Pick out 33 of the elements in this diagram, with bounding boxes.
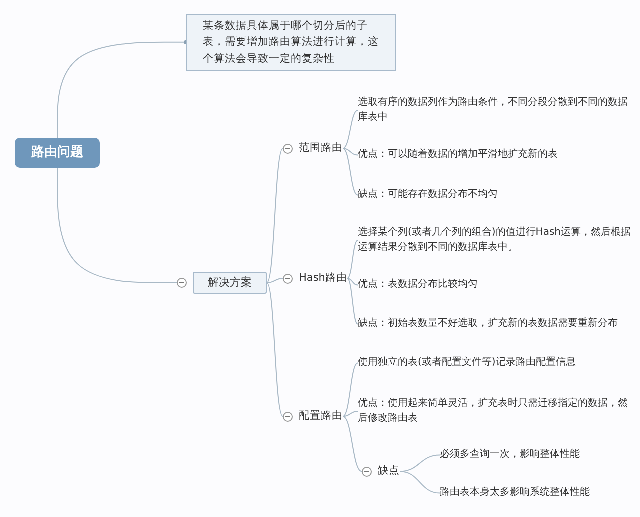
connector-line xyxy=(266,148,284,284)
connector-line xyxy=(400,454,440,472)
leaf-text: 必须多查询一次，影响整体性能 xyxy=(440,448,635,462)
connector-line xyxy=(342,148,358,156)
note-box: 某条数据具体属于哪个切分后的子表，需要增加路由算法进行计算，这个算法会导致一定的复杂性 xyxy=(186,14,396,71)
leaf-text: 选择某个列(或者几个列的组合)的值进行Hash运算，然后根据运算结果分散到不同的数据库表中。 xyxy=(358,226,636,255)
leaf-text: 路由表本身太多影响系统整体性能 xyxy=(440,486,635,500)
connector-line xyxy=(266,278,284,284)
connector-line xyxy=(342,416,362,472)
connector-line xyxy=(342,110,358,150)
leaf-text: 优点：表数据分布比较均匀 xyxy=(358,278,636,292)
connector-line xyxy=(342,411,358,418)
branch-box: 解决方案 xyxy=(193,272,267,294)
central-topic-box: 路由问题 xyxy=(15,138,100,168)
leaf-text: 选取有序的数据列作为路由条件，不同分段分散到不同的数据库表中 xyxy=(358,96,633,125)
leaf-text: 优点：使用起来简单灵活，扩充表时只需迁移指定的数据，然后修改路由表 xyxy=(358,397,636,426)
connector-line xyxy=(266,282,284,418)
leaf-text: 优点：可以随着数据的增加平滑地扩充新的表 xyxy=(358,148,636,162)
branch-label: 缺点 xyxy=(378,464,400,479)
leaf-text: 缺点：可能存在数据分布不均匀 xyxy=(358,188,636,202)
connector-line xyxy=(346,278,358,325)
connector-line xyxy=(57,40,188,138)
connector-line xyxy=(346,278,358,286)
branch-label: Hash路由 xyxy=(299,271,348,286)
connector-line xyxy=(400,471,440,494)
connector-line xyxy=(57,168,178,284)
leaf-text: 缺点：初始表数量不好选取，扩充新的表数据需要重新分布 xyxy=(358,317,638,332)
branch-label: 配置路由 xyxy=(299,409,343,424)
connector-line xyxy=(346,240,358,280)
connector-line xyxy=(342,362,358,418)
leaf-text: 使用独立的表(或者配置文件等)记录路由配置信息 xyxy=(358,356,636,370)
connector-line xyxy=(342,148,358,196)
branch-label: 范围路由 xyxy=(299,141,343,156)
